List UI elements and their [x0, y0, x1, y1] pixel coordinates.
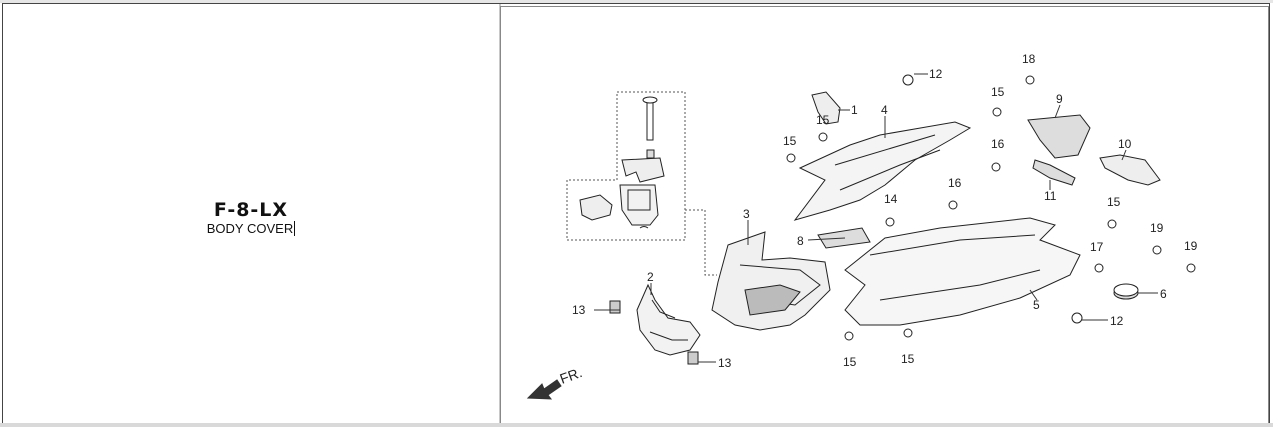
table-border: [2, 3, 1270, 424]
parts-diagram: 1 2 3 4 5 6 8 9 10 11 12 12 13 13 14 15 …: [526, 52, 1198, 400]
part-bracket-right: [1099, 154, 1161, 186]
callout-6: 6: [1160, 287, 1167, 301]
callout-15b: 15: [783, 134, 797, 148]
callout-15e: 15: [843, 355, 857, 369]
callout-2: 2: [647, 270, 654, 284]
part-front-cover: [636, 283, 701, 356]
callout-labels: 1 2 3 4 5 6 8 9 10 11 12 12 13 13 14 15 …: [558, 52, 1198, 387]
diagram-name: BODY COVER: [206, 221, 294, 236]
callout-15a: 15: [816, 113, 830, 127]
callout-16a: 16: [991, 137, 1005, 151]
callout-1: 1: [851, 103, 858, 117]
callout-3: 3: [743, 207, 750, 221]
part-stay: [1032, 159, 1076, 186]
part-rear-cover-piece: [1027, 114, 1091, 159]
front-direction-arrow: [526, 379, 562, 400]
front-label: FR.: [558, 364, 585, 387]
title-block: F-8-LX BODY COVER: [3, 199, 499, 237]
title-cell: F-8-LX BODY COVER: [3, 4, 499, 424]
callout-17: 17: [1090, 240, 1104, 254]
text-caret: [294, 221, 296, 236]
callout-15d: 15: [1107, 195, 1121, 209]
callout-8: 8: [797, 234, 804, 248]
callout-16b: 16: [948, 176, 962, 190]
callout-10: 10: [1118, 137, 1132, 151]
callout-13: 13: [572, 303, 586, 317]
callout-19b: 19: [1184, 239, 1198, 253]
callout-18: 18: [1022, 52, 1036, 66]
callout-13b: 13: [718, 356, 732, 370]
callout-15c: 15: [991, 85, 1005, 99]
bracket-hardware: [579, 96, 665, 229]
callout-19a: 19: [1150, 221, 1164, 235]
callout-14: 14: [884, 192, 898, 206]
part-grommet: [1113, 283, 1139, 300]
callout-4: 4: [881, 103, 888, 117]
screws: [609, 74, 1196, 365]
diagram-cell-border: [500, 6, 1269, 424]
diagram-code: F-8-LX: [213, 199, 289, 221]
part-floor-cover: [844, 217, 1081, 326]
callout-12: 12: [929, 67, 943, 81]
callout-11: 11: [1044, 189, 1057, 203]
leader-lines: [594, 73, 1158, 363]
callout-15f: 15: [901, 352, 915, 366]
callout-12b: 12: [1110, 314, 1124, 328]
detail-inset: [566, 91, 717, 276]
diagram-cell: 1 2 3 4 5 6 8 9 10 11 12 12 13 13 14 15 …: [501, 4, 1269, 424]
part-center-body: [711, 231, 831, 331]
callout-5: 5: [1033, 298, 1040, 312]
part-clip: [811, 91, 841, 125]
part-side-upper: [793, 121, 972, 221]
callout-9: 9: [1056, 92, 1063, 106]
top-strip: [0, 0, 1273, 3]
bottom-strip: [0, 423, 1273, 427]
